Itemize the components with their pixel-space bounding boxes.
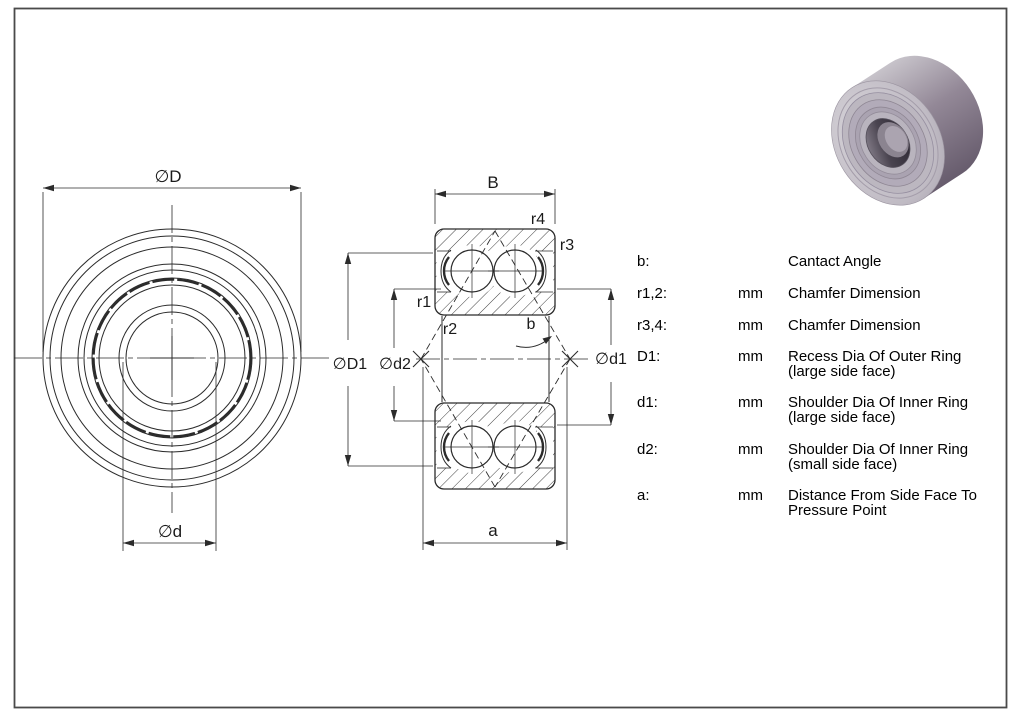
legend-symbol: r1,2:: [637, 285, 668, 302]
legend-description: Recess Dia Of Outer Ring(large side face…: [788, 348, 962, 380]
bore-diameter-label: ∅d: [158, 522, 182, 541]
outer-diameter-label: ∅D: [154, 167, 181, 186]
bearing-3d-render: [831, 55, 984, 206]
legend-unit: mm: [738, 348, 763, 365]
legend-unit: mm: [738, 285, 763, 302]
recess-diameter-dimension: [344, 252, 433, 467]
chamfer-r1-label: r1: [417, 294, 431, 311]
contact-angle-arc: [515, 336, 552, 348]
legend-symbol: d2:: [637, 441, 658, 458]
legend-symbol: b:: [637, 253, 650, 270]
legend-unit: mm: [738, 317, 763, 334]
bottom-right-seal: [535, 425, 547, 469]
contact-angle-label: b: [527, 316, 536, 333]
contact-lines: [420, 230, 571, 488]
top-right-seal: [535, 249, 547, 293]
legend-description: Shoulder Dia Of Inner Ring(small side fa…: [788, 441, 969, 473]
recess-diameter-label: ∅D1: [333, 356, 367, 373]
pressure-point-distance-dimension: [422, 367, 568, 550]
outer-diameter-dimension: [42, 184, 302, 352]
section-top-half: [434, 228, 556, 316]
front-view: ∅D ∅d: [14, 167, 333, 551]
shoulder-large-label: ∅d1: [595, 351, 627, 368]
section-view: B r4 r3 r1 r2 b ∅D1 ∅d2 ∅d1 a: [333, 173, 627, 550]
shoulder-small-label: ∅d2: [379, 356, 411, 373]
section-bottom-half: [434, 402, 556, 490]
legend-description: Chamfer Dimension: [788, 285, 921, 302]
front-view-centerlines: [14, 205, 333, 513]
legend-unit: mm: [738, 441, 763, 458]
legend-table: b: Cantact Angle r1,2: mm Chamfer Dimens…: [637, 0, 1017, 560]
legend-unit: mm: [738, 394, 763, 411]
shoulder-small-dimension: [390, 288, 441, 422]
shoulder-large-dimension: [557, 288, 615, 426]
width-dimension: [434, 189, 556, 224]
top-left-seal: [440, 249, 452, 293]
legend-description: Shoulder Dia Of Inner Ring(large side fa…: [788, 394, 969, 426]
pressure-point-marks: [412, 350, 579, 368]
legend-symbol: r3,4:: [637, 317, 668, 334]
legend-symbol: D1:: [637, 348, 661, 365]
pressure-point-distance-label: a: [488, 521, 498, 540]
legend-description: Chamfer Dimension: [788, 317, 921, 334]
chamfer-r3-label: r3: [560, 237, 574, 254]
legend-description: Cantact Angle: [788, 253, 882, 270]
bore-diameter-dimension: [122, 362, 217, 551]
legend-symbol: a:: [637, 487, 650, 504]
front-view-center-mark: [150, 336, 194, 380]
chamfer-r2-label: r2: [443, 321, 457, 338]
chamfer-r4-label: r4: [531, 211, 545, 228]
width-label: B: [487, 173, 498, 192]
legend-symbol: d1:: [637, 394, 658, 411]
legend-unit: mm: [738, 487, 763, 504]
bottom-left-seal: [440, 425, 452, 469]
